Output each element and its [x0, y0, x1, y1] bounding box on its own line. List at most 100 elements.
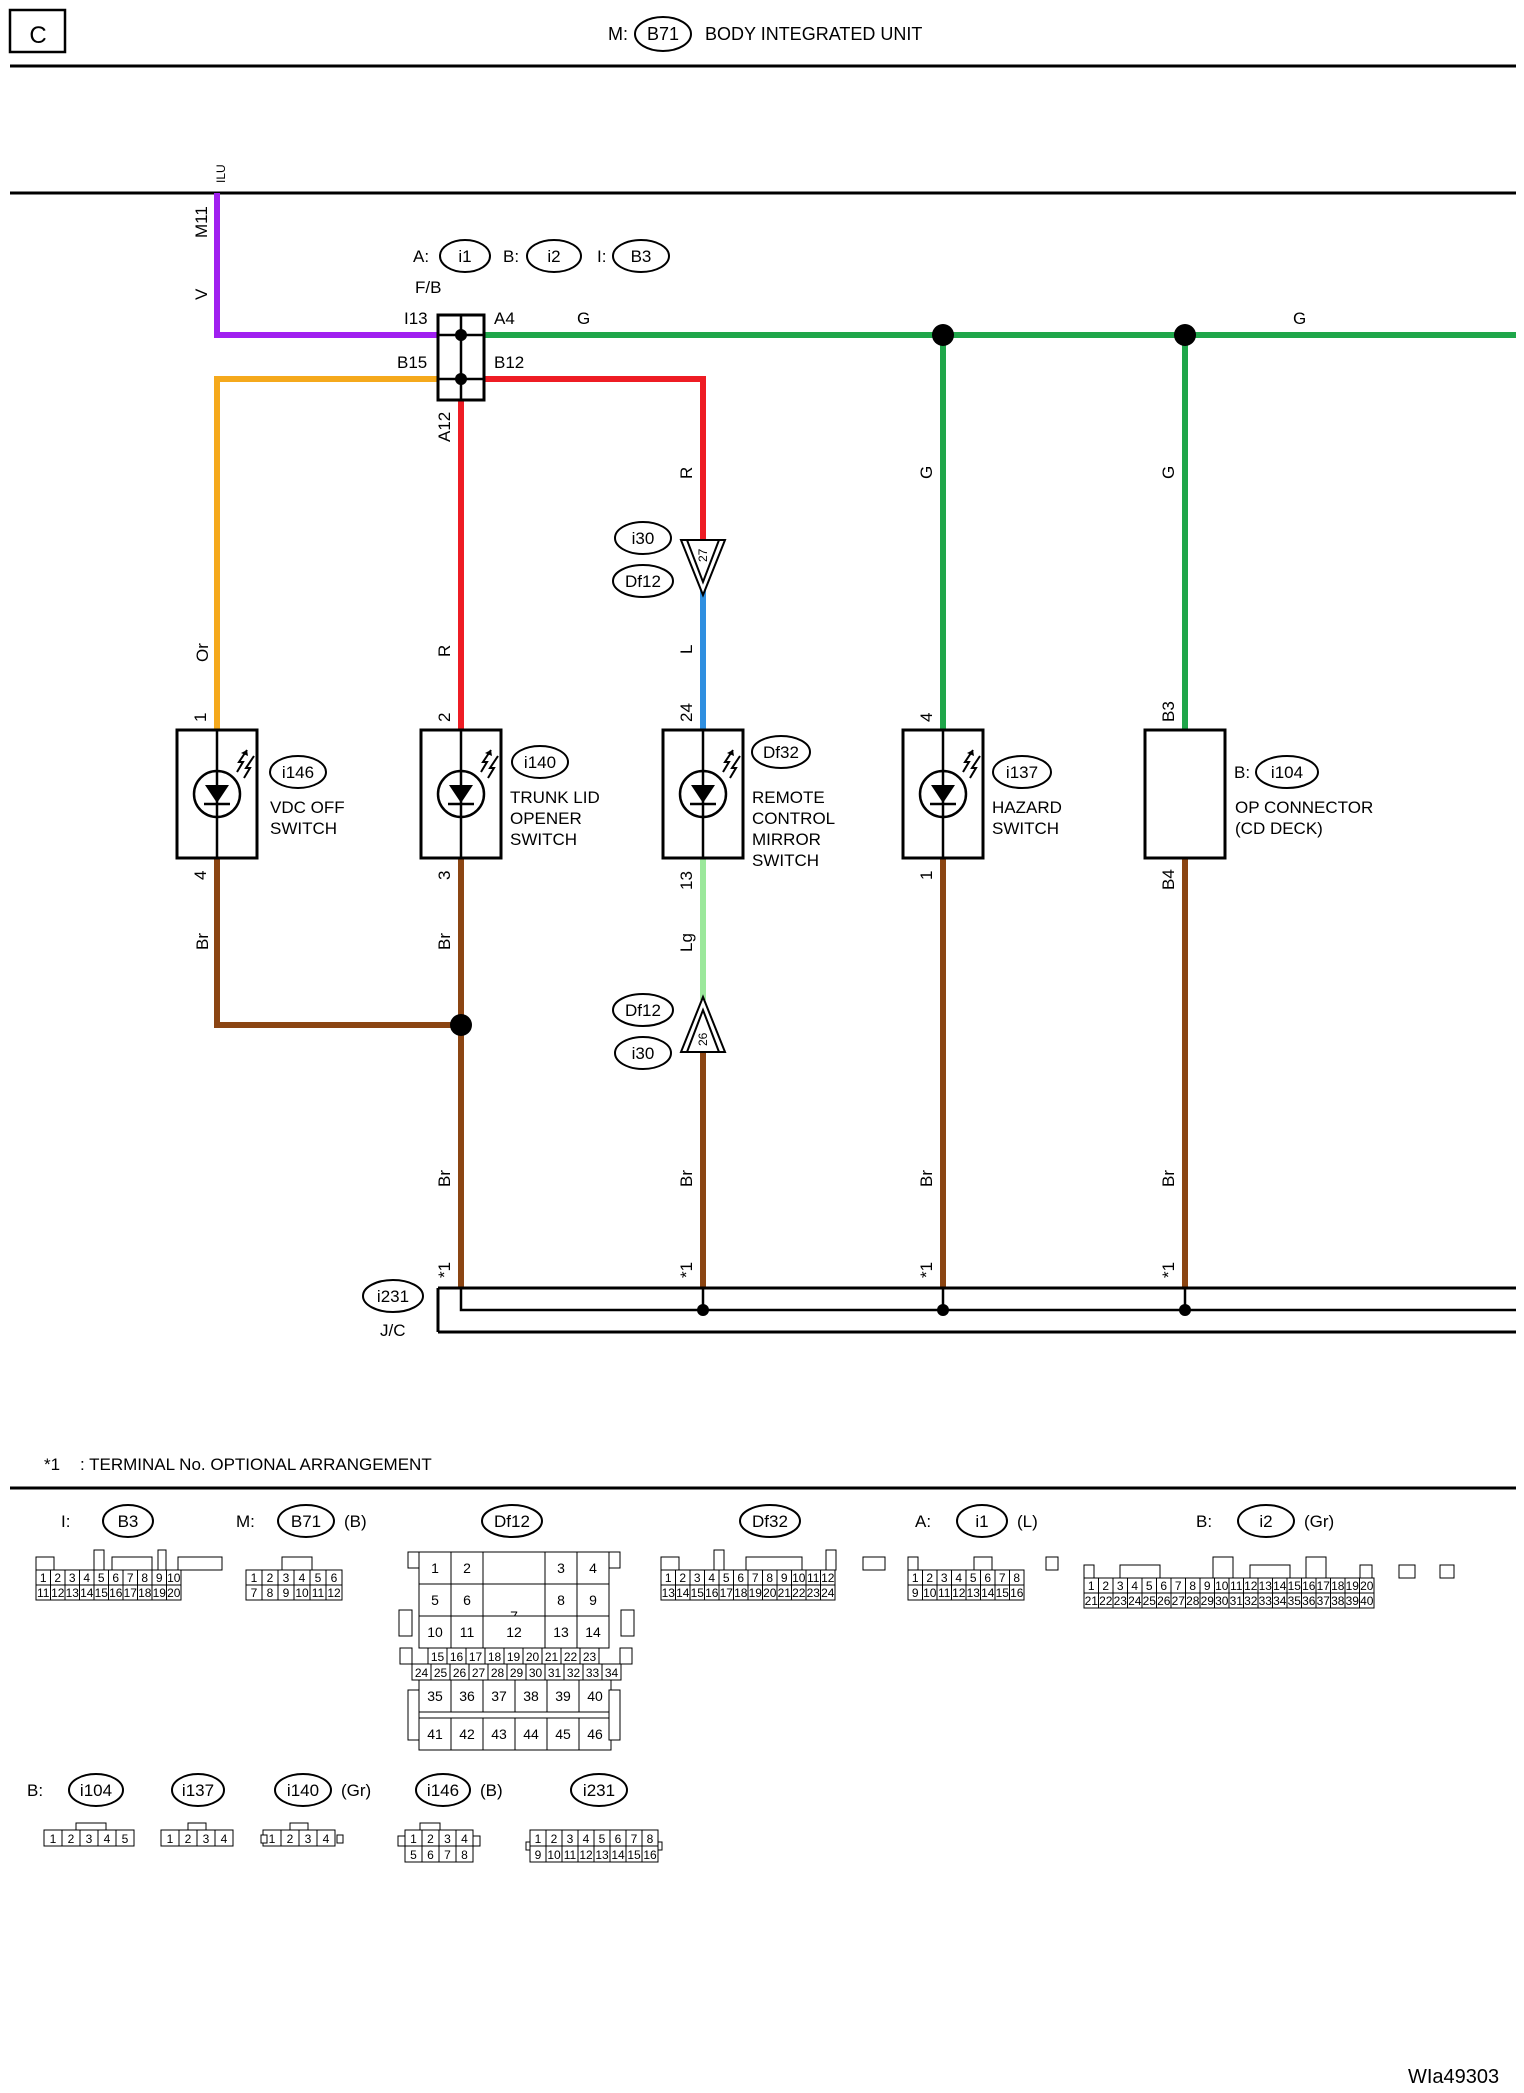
- terminal-number: 15: [627, 1848, 641, 1862]
- terminal-number: 13: [662, 1586, 676, 1600]
- legend-prefix: B:: [27, 1781, 43, 1800]
- connector-tab: [745, 1556, 803, 1571]
- terminal-cell: [514, 1717, 548, 1751]
- light-ray-icon: [236, 749, 248, 773]
- component-oval: [511, 745, 569, 779]
- fb-b-prefix: B:: [503, 247, 519, 266]
- terminal-number: 39: [1346, 1594, 1360, 1608]
- terminal-number: 12: [579, 1848, 593, 1862]
- terminal-number: 9: [912, 1586, 919, 1600]
- legend-label-i2: B:i2(Gr): [1196, 1504, 1334, 1538]
- terminal-cell: [316, 1829, 336, 1847]
- jc-star-2: *1: [677, 1262, 696, 1278]
- terminal-number: 3: [567, 1832, 574, 1846]
- upper-pin: 27: [696, 548, 710, 562]
- terminal-number: 7: [1175, 1579, 1182, 1593]
- terminal-number: 41: [427, 1726, 443, 1742]
- terminal-number: 22: [792, 1586, 806, 1600]
- terminal-cell: [576, 1615, 610, 1649]
- terminal-number: 29: [510, 1666, 524, 1680]
- terminal-number: 30: [529, 1666, 543, 1680]
- terminal-number: 20: [526, 1650, 540, 1664]
- connector-tab: [907, 1556, 919, 1571]
- terminal-cell: [418, 1717, 452, 1751]
- terminal-number: 3: [1117, 1579, 1124, 1593]
- terminal-number: 13: [66, 1586, 80, 1600]
- wire-label-g2: G: [1293, 309, 1306, 328]
- legend-id: i140: [287, 1781, 319, 1800]
- terminal-number: 1: [40, 1571, 47, 1585]
- terminal-number: 43: [491, 1726, 507, 1742]
- terminal-cell: [418, 1615, 452, 1649]
- terminal-number: 10: [167, 1571, 181, 1585]
- terminal-number: 5: [723, 1571, 730, 1585]
- legend-id: i1: [975, 1512, 988, 1531]
- legend-prefix: I:: [61, 1512, 70, 1531]
- terminal-number: 8: [557, 1592, 565, 1608]
- terminal-number: 14: [981, 1586, 995, 1600]
- terminal-number: 18: [138, 1586, 152, 1600]
- terminal-number: 19: [749, 1586, 763, 1600]
- terminal-number: 8: [141, 1571, 148, 1585]
- legend-id: Df32: [752, 1512, 788, 1531]
- component-id: i104: [1271, 763, 1303, 782]
- legend-prefix: M:: [236, 1512, 255, 1531]
- fb-node1: [455, 329, 467, 341]
- terminal-number: 20: [1360, 1579, 1374, 1593]
- terminal-number: 19: [507, 1650, 521, 1664]
- pin-top: B3: [1159, 701, 1178, 722]
- terminal-number: 7: [999, 1571, 1006, 1585]
- component-id: Df32: [763, 743, 799, 762]
- light-ray-icon: [487, 755, 499, 779]
- terminal-number: 15: [1288, 1579, 1302, 1593]
- terminal-number: 12: [51, 1586, 65, 1600]
- terminal-cell: [514, 1679, 548, 1713]
- fuse-block: A: i1 B: i2 I: B3 F/B I13 A4 B15 B12 A12: [397, 239, 670, 442]
- terminal-number: 18: [734, 1586, 748, 1600]
- terminal-number: 11: [37, 1586, 50, 1600]
- fb-pin-a4: A4: [494, 309, 515, 328]
- terminal-number: 24: [415, 1666, 429, 1680]
- connector-tab: [260, 1834, 268, 1844]
- terminal-number: 6: [737, 1571, 744, 1585]
- component-id: i140: [524, 753, 556, 772]
- terminal-number: 8: [647, 1832, 654, 1846]
- light-ray-head: [241, 750, 248, 756]
- light-ray-head: [967, 750, 974, 756]
- legend-suffix: (Gr): [341, 1781, 371, 1800]
- connector-tab: [157, 1549, 167, 1571]
- connector-tab: [1359, 1564, 1373, 1579]
- legend-id: B3: [118, 1512, 139, 1531]
- connector-tab: [397, 1835, 406, 1847]
- terminal-number: 5: [98, 1571, 105, 1585]
- component-name-line: SWITCH: [752, 851, 819, 870]
- fb-b-oval: [526, 239, 582, 273]
- terminal-number: 16: [705, 1586, 719, 1600]
- light-ray-icon: [729, 755, 741, 779]
- legend-label-i104: B:i104: [27, 1773, 124, 1807]
- terminal-number: 13: [553, 1624, 569, 1640]
- fb-a-id: i1: [458, 247, 471, 266]
- terminal-number: 2: [54, 1571, 61, 1585]
- terminal-number: 24: [821, 1586, 835, 1600]
- light-ray-icon: [722, 749, 734, 773]
- lower-oval-a: [612, 993, 674, 1027]
- terminal-number: 23: [807, 1586, 821, 1600]
- component-name-line: OPENER: [510, 809, 582, 828]
- terminal-number: 14: [1273, 1579, 1287, 1593]
- terminal-number: 1: [167, 1832, 174, 1846]
- legend-oval: [102, 1504, 154, 1538]
- connector-tab: [472, 1835, 481, 1847]
- terminal-number: 3: [86, 1832, 93, 1846]
- terminal-number: 6: [615, 1832, 622, 1846]
- legend-oval: [956, 1504, 1008, 1538]
- terminal-number: 34: [1273, 1594, 1287, 1608]
- terminal-number: 6: [112, 1571, 119, 1585]
- terminal-number: 1: [269, 1832, 276, 1846]
- pin-bottom: 13: [677, 871, 696, 890]
- fb-label: F/B: [415, 278, 441, 297]
- wire-label-g3: G: [917, 466, 936, 479]
- legend-oval: [570, 1773, 628, 1807]
